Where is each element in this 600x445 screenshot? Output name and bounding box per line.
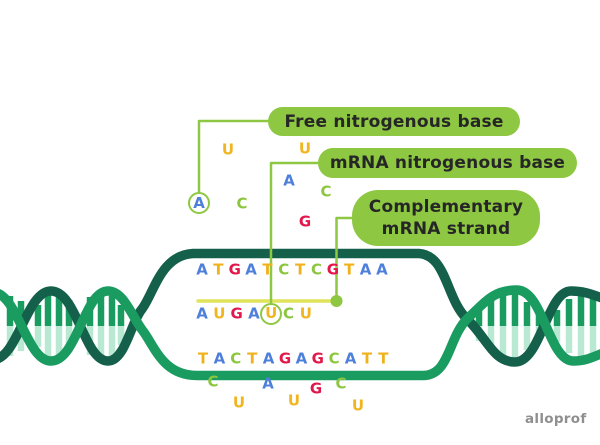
base-t: T [344,260,355,279]
base-g: G [311,349,324,368]
base-t: T [262,260,273,279]
base-g: G [278,349,292,368]
free-base-g: G [298,212,312,231]
helix-strand-green [0,285,600,381]
free-base-c: C [207,372,219,391]
base-t: T [295,260,306,279]
base-t: T [247,349,258,368]
connector-comp-strand [335,216,354,299]
base-a: A [344,349,357,368]
base-t: T [361,349,373,368]
base-t: T [378,349,389,368]
base-a: A [376,260,388,279]
label-complementary-line2: mRNA strand [381,219,511,239]
alloprof-logo: alloprof [525,411,587,427]
base-a: A [295,349,308,368]
base-c: C [311,260,323,279]
base-u: U [299,304,312,322]
base-a: A [248,304,260,322]
base-g: G [326,260,340,279]
free-base-a: A [262,374,274,393]
base-a: A [359,260,372,279]
free-base-a: A [283,171,295,190]
base-a: A [196,260,208,279]
base-t: T [197,349,209,368]
label-free-nitrogenous-base: Free nitrogenous base [268,107,520,136]
free-base-c: C [236,194,248,213]
connector-free-base [197,119,270,194]
free-base-u: U [351,396,365,415]
label-complementary-line1: Complementary [368,196,524,217]
base-c: C [282,304,295,322]
free-base-c: C [320,182,332,201]
free-base-g: G [309,379,323,398]
free-base-a: A [188,192,210,214]
base-u: U [213,304,226,322]
base-c: C [230,349,242,368]
base-a: A [213,349,226,368]
base-g: G [230,304,243,322]
base-a: A [196,304,208,322]
connector-dot [330,295,343,307]
connector-mrna-base [269,161,320,304]
free-base-u: U [221,140,235,159]
base-u: U [260,302,283,325]
free-base-u: U [232,393,246,412]
free-base-u: U [298,139,312,158]
free-base-c: C [335,374,347,393]
label-mrna-nitrogenous-base: mRNA nitrogenous base [318,148,577,178]
free-base-u: U [287,391,301,410]
base-g: G [228,260,241,279]
label-complementary-mrna-strand: Complementary mRNA strand [352,190,540,246]
base-a: A [245,260,257,279]
base-a: A [262,349,275,368]
base-t: T [213,260,224,279]
base-c: C [328,349,340,368]
base-c: C [278,260,290,279]
